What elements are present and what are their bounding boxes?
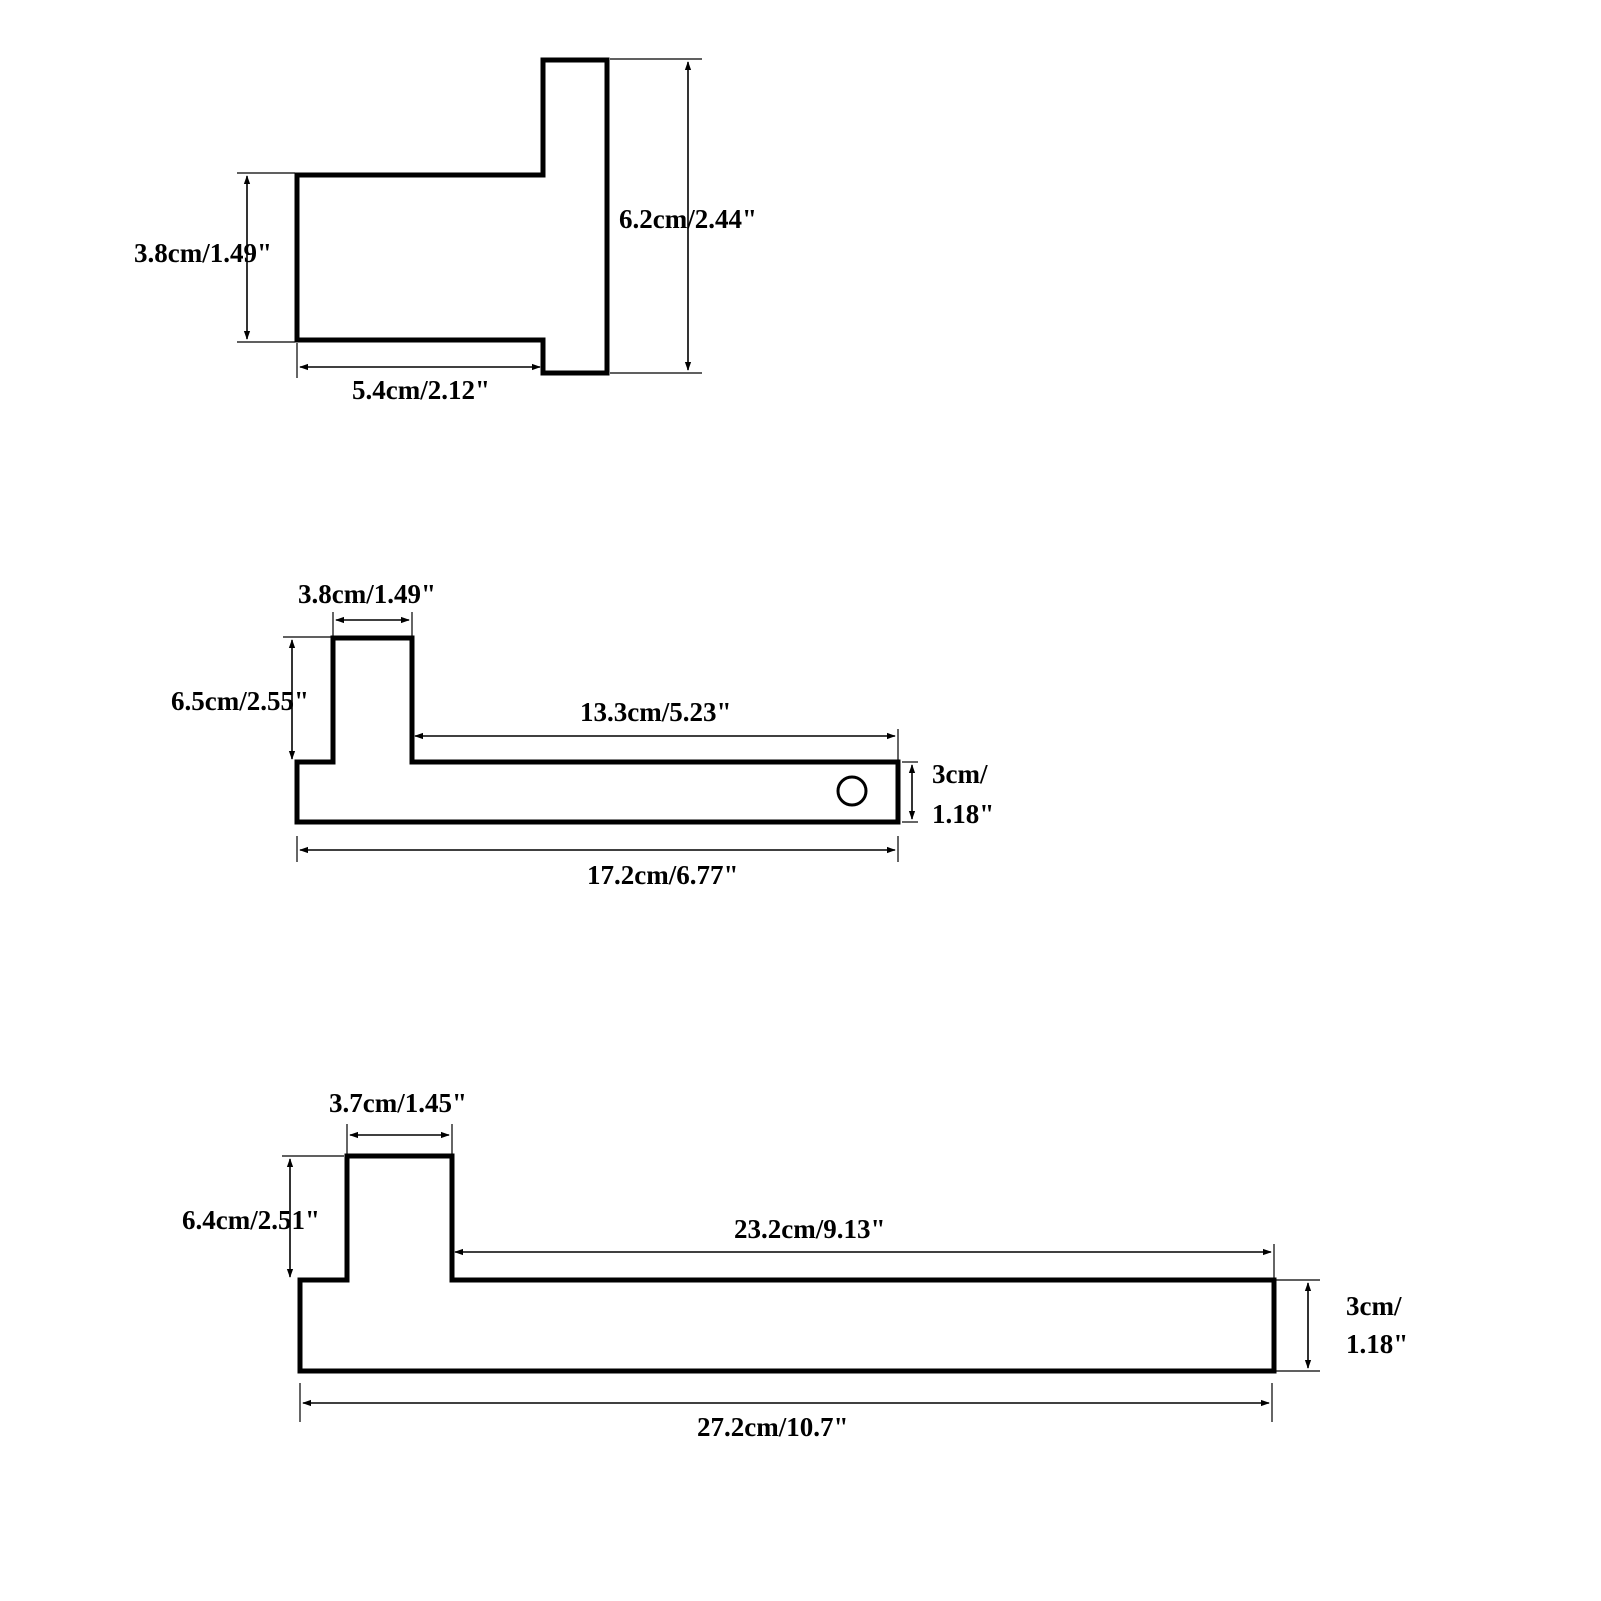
short-bar-base-width-label: 3.8cm/1.49" (298, 579, 436, 609)
short-bar-total-length-label: 17.2cm/6.77" (587, 860, 738, 890)
towel-bar-long-drawing: 3.7cm/1.45" 6.4cm/2.51" 23.2cm/9.13" 3cm… (182, 1088, 1408, 1442)
long-bar-base-width-label: 3.7cm/1.45" (329, 1088, 467, 1118)
towel-bar-short-outline (294, 635, 901, 825)
short-bar-arm-length-label: 13.3cm/5.23" (580, 697, 731, 727)
towel-bar-short-drawing: 3.8cm/1.49" 6.5cm/2.55" 13.3cm/5.23" 3cm… (171, 579, 994, 890)
robe-hook-outline (294, 57, 610, 376)
robe-hook-drawing: 3.8cm/1.49" 6.2cm/2.44" 5.4cm/2.12" (134, 57, 757, 405)
long-bar-base-height-label: 6.4cm/2.51" (182, 1205, 320, 1235)
short-bar-base-height-label: 6.5cm/2.55" (171, 686, 309, 716)
short-bar-arm-height-label-line2: 1.18" (932, 799, 994, 829)
short-bar-arm-height-label-line1: 3cm/ (932, 759, 988, 789)
towel-bar-long-outline (297, 1153, 1277, 1374)
mounting-hole-icon (836, 775, 868, 807)
robe-hook-overall-height-label: 6.2cm/2.44" (619, 204, 757, 234)
long-bar-arm-height-label-line2: 1.18" (1346, 1329, 1408, 1359)
robe-hook-length-label: 5.4cm/2.12" (352, 375, 490, 405)
long-bar-arm-height-label-line1: 3cm/ (1346, 1291, 1402, 1321)
robe-hook-height-label: 3.8cm/1.49" (134, 238, 272, 268)
long-bar-total-length-label: 27.2cm/10.7" (697, 1412, 848, 1442)
long-bar-arm-length-label: 23.2cm/9.13" (734, 1214, 885, 1244)
